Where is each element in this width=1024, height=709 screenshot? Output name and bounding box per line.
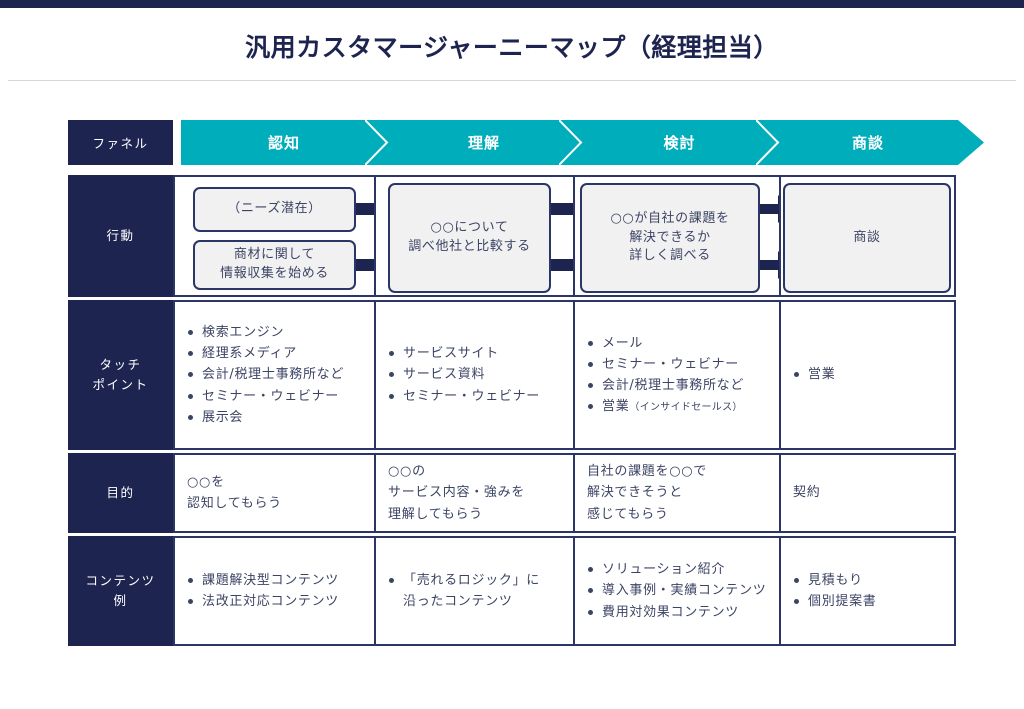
top-accent-bar: [0, 0, 1024, 8]
row-gap: [68, 297, 956, 300]
touchpoint-row: タッチ ポイント 検索エンジン 経理系メディア 会計/税理士事務所など セミナー…: [68, 300, 956, 450]
list-item: 検索エンジン: [187, 322, 362, 343]
list-item: 費用対効果コンテンツ: [587, 602, 767, 623]
action-box-evaluate-solution[interactable]: ○○が自社の課題を 解決できるか 詳しく調べる: [580, 183, 760, 293]
purpose-cell-understanding: ○○の サービス内容・強みを 理解してもらう: [374, 453, 573, 533]
content-row-label: コンテンツ 例: [68, 536, 173, 646]
list-item: 法改正対応コンテンツ: [187, 591, 362, 612]
content-label-line2: 例: [113, 593, 128, 608]
list-item: セミナー・ウェビナー: [187, 386, 362, 407]
row-gap: [68, 533, 956, 536]
list-item: 営業（インサイドセールス）: [587, 396, 767, 417]
content-list-awareness: 課題解決型コンテンツ 法改正対応コンテンツ: [187, 570, 362, 612]
row-gap: [68, 165, 956, 175]
action-row: 行動 （ニーズ潜在） 商材に関して 情報収集を始める ○○について 調べ他社と比…: [68, 175, 956, 297]
purpose-cell-consideration: 自社の課題を○○で 解決できそうと 感じてもらう: [573, 453, 779, 533]
action-cell-negotiation: 商談: [779, 175, 956, 297]
content-cell-understanding: 「売れるロジック」に 沿ったコンテンツ: [374, 536, 573, 646]
funnel-stage-label: 認知: [267, 134, 300, 152]
list-item: 会計/税理士事務所など: [587, 375, 767, 396]
touchpoint-list-awareness: 検索エンジン 経理系メディア 会計/税理士事務所など セミナー・ウェビナー 展示…: [187, 322, 362, 427]
content-cell-negotiation: 見積もり 個別提案書: [779, 536, 956, 646]
touchpoint-row-label: タッチ ポイント: [68, 300, 173, 450]
list-item: セミナー・ウェビナー: [587, 354, 767, 375]
list-item: メール: [587, 333, 767, 354]
purpose-text-negotiation: 契約: [793, 485, 821, 501]
funnel-stage-awareness[interactable]: 認知: [181, 120, 387, 165]
action-box-meeting[interactable]: 商談: [783, 183, 951, 293]
funnel-end-tip-icon: [958, 120, 984, 165]
funnel-header-row: ファネル 認知 理解 検討 商談: [68, 120, 984, 165]
journey-grid: ファネル 認知 理解 検討 商談: [68, 120, 984, 646]
list-item: ソリューション紹介: [587, 559, 767, 580]
touchpoint-cell-understanding: サービスサイト サービス資料 セミナー・ウェビナー: [374, 300, 573, 450]
content-list-understanding: 「売れるロジック」に 沿ったコンテンツ: [388, 570, 561, 612]
funnel-stage-track: 認知 理解 検討 商談: [181, 120, 984, 165]
list-item: 「売れるロジック」に 沿ったコンテンツ: [388, 570, 561, 612]
purpose-cell-awareness: ○○を 認知してもらう: [173, 453, 374, 533]
content-label-line1: コンテンツ: [85, 573, 156, 588]
action-cell-awareness: （ニーズ潜在） 商材に関して 情報収集を始める: [173, 175, 396, 297]
list-item: 個別提案書: [793, 591, 942, 612]
funnel-stage-label: 理解: [467, 134, 500, 152]
list-item: 展示会: [187, 407, 362, 428]
purpose-row: 目的 ○○を 認知してもらう ○○の サービス内容・強みを 理解してもらう 自社…: [68, 453, 956, 533]
touchpoint-cell-awareness: 検索エンジン 経理系メディア 会計/税理士事務所など セミナー・ウェビナー 展示…: [173, 300, 374, 450]
page-title: 汎用カスタマージャーニーマップ（経理担当）: [245, 33, 779, 62]
action-box-needs-latent[interactable]: （ニーズ潜在）: [193, 187, 356, 232]
purpose-cell-negotiation: 契約: [779, 453, 956, 533]
list-item: 会計/税理士事務所など: [187, 364, 362, 385]
funnel-stage-consideration[interactable]: 検討: [581, 120, 778, 165]
list-item: 課題解決型コンテンツ: [187, 570, 362, 591]
action-box-research-compare[interactable]: ○○について 調べ他社と比較する: [388, 183, 551, 293]
action-box-text: ○○について 調べ他社と比較する: [408, 220, 531, 254]
funnel-stage-negotiation[interactable]: 商談: [778, 120, 958, 165]
list-item: セミナー・ウェビナー: [388, 386, 561, 407]
action-box-text: （ニーズ潜在）: [227, 201, 322, 217]
action-row-label: 行動: [68, 175, 173, 297]
title-divider: [8, 80, 1016, 81]
row-gap: [68, 450, 956, 453]
list-item: サービス資料: [388, 364, 561, 385]
content-list-consideration: ソリューション紹介 導入事例・実績コンテンツ 費用対効果コンテンツ: [587, 559, 767, 622]
list-item: サービスサイト: [388, 343, 561, 364]
content-list-negotiation: 見積もり 個別提案書: [793, 570, 942, 612]
content-row: コンテンツ 例 課題解決型コンテンツ 法改正対応コンテンツ 「売れるロジック」に…: [68, 536, 956, 646]
purpose-text-awareness: ○○を 認知してもらう: [187, 474, 282, 511]
touchpoint-label-line1: タッチ: [99, 357, 142, 372]
touchpoint-list-negotiation: 営業: [793, 364, 942, 385]
purpose-text-understanding: ○○の サービス内容・強みを 理解してもらう: [388, 464, 526, 522]
funnel-stage-label: 検討: [663, 134, 696, 152]
funnel-row-label: ファネル: [68, 120, 173, 165]
list-item: 営業: [793, 364, 942, 385]
touchpoint-label-line2: ポイント: [92, 377, 149, 392]
action-cell-understanding: ○○について 調べ他社と比較する: [374, 175, 587, 297]
action-box-info-gathering[interactable]: 商材に関して 情報収集を始める: [193, 240, 356, 290]
content-cell-awareness: 課題解決型コンテンツ 法改正対応コンテンツ: [173, 536, 374, 646]
action-box-text: ○○が自社の課題を 解決できるか 詳しく調べる: [610, 210, 730, 264]
list-item-main: 営業: [602, 399, 630, 415]
funnel-stage-label: 商談: [851, 134, 884, 152]
action-cell-consideration: ○○が自社の課題を 解決できるか 詳しく調べる: [573, 175, 792, 297]
touchpoint-cell-consideration: メール セミナー・ウェビナー 会計/税理士事務所など 営業（インサイドセールス）: [573, 300, 779, 450]
funnel-stage-understanding[interactable]: 理解: [387, 120, 581, 165]
list-item-sub: （インサイドセールス）: [629, 402, 743, 414]
list-item: 導入事例・実績コンテンツ: [587, 580, 767, 601]
purpose-text-consideration: 自社の課題を○○で 解決できそうと 感じてもらう: [587, 464, 707, 522]
action-box-text: 商談: [853, 229, 881, 245]
touchpoint-list-understanding: サービスサイト サービス資料 セミナー・ウェビナー: [388, 343, 561, 406]
content-cell-consideration: ソリューション紹介 導入事例・実績コンテンツ 費用対効果コンテンツ: [573, 536, 779, 646]
list-item: 見積もり: [793, 570, 942, 591]
touchpoint-cell-negotiation: 営業: [779, 300, 956, 450]
touchpoint-list-consideration: メール セミナー・ウェビナー 会計/税理士事務所など 営業（インサイドセールス）: [587, 333, 767, 417]
action-box-text: 商材に関して 情報収集を始める: [220, 247, 329, 281]
list-item: 経理系メディア: [187, 343, 362, 364]
purpose-row-label: 目的: [68, 453, 173, 533]
